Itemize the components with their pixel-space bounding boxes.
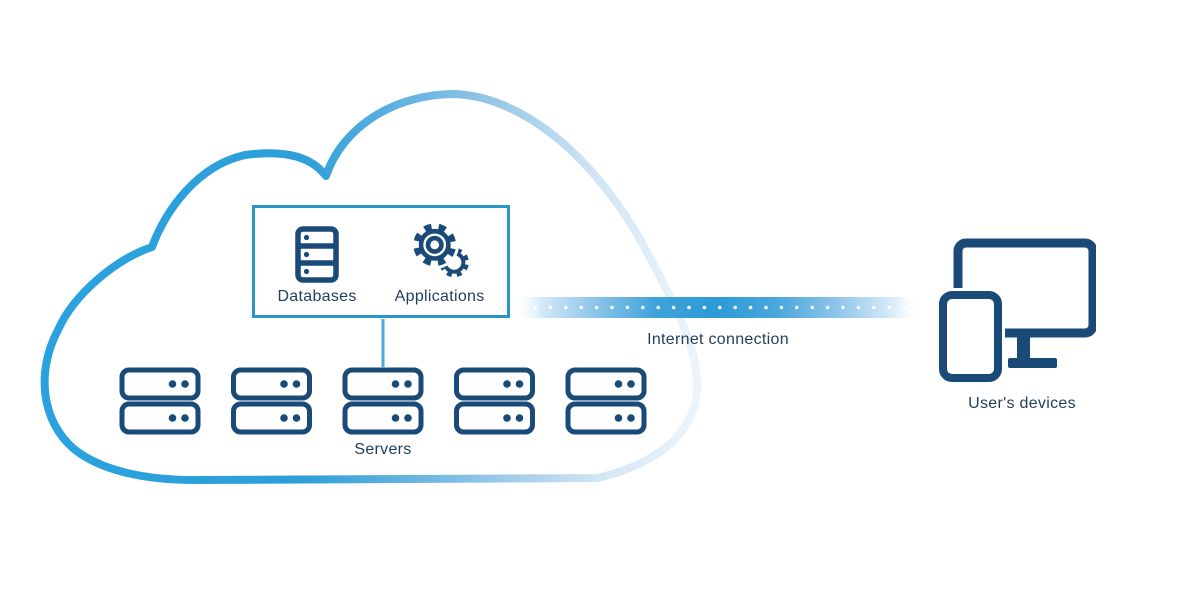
smartphone-icon [936, 288, 1005, 384]
server-unit [231, 401, 312, 435]
server-led [614, 414, 623, 422]
server-unit [342, 401, 424, 435]
database-icon [295, 226, 339, 283]
server-unit [342, 367, 424, 401]
server-unit [565, 367, 647, 401]
server-led [391, 380, 400, 388]
server-led [280, 414, 288, 422]
server-led [515, 414, 524, 422]
server-unit [231, 367, 312, 401]
server-led [515, 380, 524, 388]
server-led [503, 380, 511, 388]
internet-connection-label: Internet connection [647, 331, 789, 348]
server-led [404, 414, 412, 422]
databases-label: Databases [277, 288, 357, 305]
users-devices-label: User's devices [968, 395, 1076, 412]
server-unit [565, 401, 647, 435]
server-led [168, 380, 177, 388]
gears-icon [410, 220, 469, 278]
users-devices-icon [936, 238, 1096, 384]
applications-label: Applications [394, 288, 485, 305]
server-unit [119, 401, 201, 435]
server-unit [119, 367, 201, 401]
server-led [168, 414, 177, 422]
cloud-services-box: Databases Applications [252, 205, 510, 318]
server-led [614, 380, 623, 388]
server-led [404, 380, 412, 388]
server-led [181, 414, 189, 422]
databases-item: Databases [277, 226, 356, 306]
server-led [627, 380, 635, 388]
servers-label: Servers [354, 441, 412, 458]
server-led [181, 380, 189, 388]
server-led [391, 414, 400, 422]
internet-connection-band [512, 297, 922, 318]
server-racks [119, 367, 647, 435]
server-led [292, 380, 301, 388]
server-led [292, 414, 301, 422]
server-led [280, 380, 288, 388]
server-led [503, 414, 511, 422]
server-unit [454, 401, 535, 435]
server-led [627, 414, 635, 422]
server-unit [454, 367, 535, 401]
applications-item: Applications [395, 219, 485, 306]
